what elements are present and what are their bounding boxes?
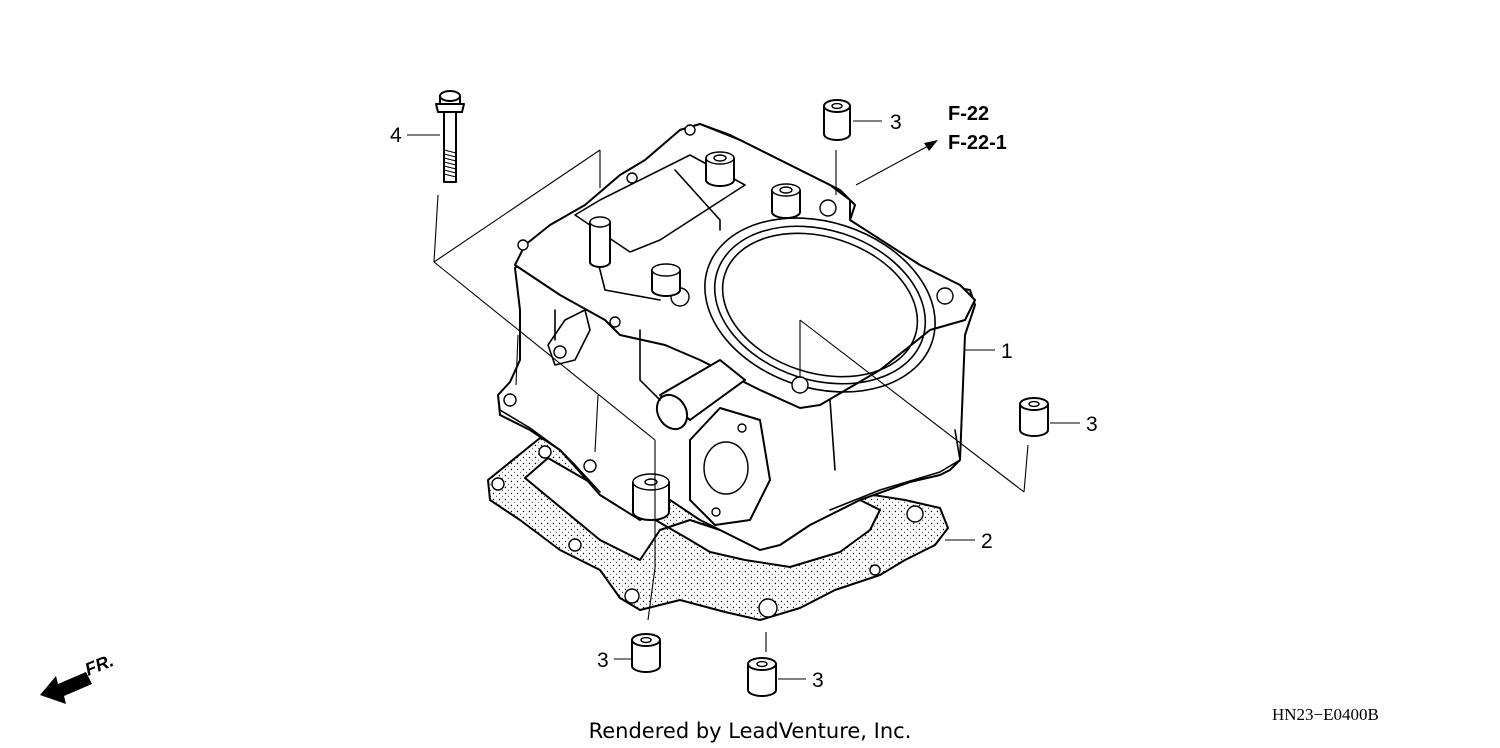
dowel-pin-top[interactable] [823, 99, 851, 141]
callout-cylinder: 1 [1001, 340, 1013, 363]
reference-link-f22-1[interactable]: F-22-1 [948, 132, 1007, 154]
front-direction-label: FR. [82, 650, 116, 679]
callout-dowel-top: 3 [890, 111, 902, 134]
front-direction-arrow-icon [40, 672, 92, 704]
footer-credit: Rendered by LeadVenture, Inc. [589, 719, 912, 743]
callout-bolt: 4 [390, 124, 402, 147]
callout-dowel-bottom-left: 3 [597, 649, 609, 672]
dowel-pin-bottom-left[interactable] [631, 633, 661, 673]
dowel-pin-right[interactable] [1019, 397, 1049, 437]
callout-dowel-bottom-right: 3 [812, 669, 824, 692]
dowel-pin-bottom-right[interactable] [747, 657, 777, 697]
flange-bolt[interactable] [435, 90, 465, 183]
cylinder-body[interactable] [497, 123, 976, 551]
assembly-lines [407, 120, 1080, 680]
reference-link-f22[interactable]: F-22 [948, 103, 989, 125]
callout-dowel-right: 3 [1086, 413, 1098, 436]
diagram-code: HN23−E0400B [1272, 705, 1379, 724]
callout-gasket: 2 [981, 530, 993, 553]
